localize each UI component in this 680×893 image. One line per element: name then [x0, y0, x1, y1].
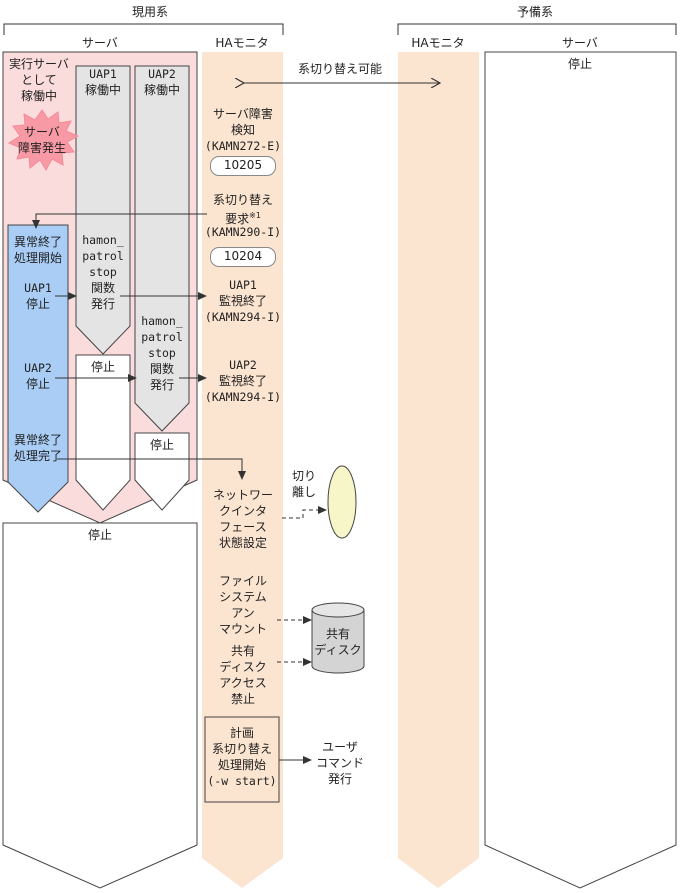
hamon-call-1-line-1: hamon_ [82, 233, 124, 247]
standby-system-title: 予備系 [516, 5, 553, 19]
abnormal-complete-arrow [57, 458, 246, 480]
exec-server-line-2: として [21, 73, 57, 87]
fs-unmount-line-1: ファイル [218, 574, 267, 588]
uap2-monitor-end-line-1: UAP2 [229, 358, 257, 372]
exec-server-line-3: 稼働中 [20, 89, 57, 103]
hamon-call-2-line-5: 発行 [149, 378, 174, 392]
fs-unmount-line-4: マウント [218, 622, 267, 636]
switch-request-line-2: 要求※1 [200, 208, 286, 227]
active-system-bracket [3, 23, 284, 35]
detach-line-1: 切り [291, 469, 316, 483]
failure-detect-line-3: (KAMN272-E) [204, 139, 282, 153]
standby-server-title: サーバ [562, 36, 598, 50]
fs-unmount-line-3: アン [231, 606, 255, 620]
active-ha-monitor-title: HAモニタ [215, 36, 269, 50]
standby-system-bracket [397, 23, 677, 35]
network-if-line-2: クインタ [218, 504, 267, 518]
user-command-line-1: ユーザ [322, 740, 358, 754]
failure-detect-line-1: サーバ障害 [213, 107, 273, 121]
planned-switch-line-3: 処理開始 [217, 758, 266, 772]
hamon-call-1-line-2: patrol [82, 249, 124, 263]
ha-monitor-standby-lifeline [398, 52, 479, 888]
hamon-call-1-line-3: stop [89, 265, 117, 279]
abnormal-start-line-1: 異常終了 [13, 235, 62, 249]
uap2-header: UAP2 [148, 67, 176, 81]
shared-disk-line-1: 共有 [325, 627, 350, 641]
uap2-stopped-lifeline [134, 432, 190, 511]
shared-disk-cylinder [311, 602, 365, 674]
standby-server-stopped: 停止 [567, 57, 592, 71]
access-ban-line-3: アクセス [219, 676, 267, 690]
uap2-lifeline [134, 65, 190, 432]
network-if-line-4: 状態設定 [218, 536, 267, 550]
network-detach-arrow [282, 506, 327, 519]
user-command-line-2: コマンド [315, 756, 364, 770]
code-badge-10205: 10205 [210, 156, 276, 176]
failure-burst-line-2: 障害発生 [17, 141, 66, 155]
standby-ha-monitor-title: HAモニタ [411, 36, 465, 50]
planned-switch-line-4: (-w start) [207, 774, 277, 788]
access-ban-line-4: 禁止 [230, 692, 255, 706]
uap1-monitor-end-line-2: 監視終了 [218, 294, 267, 308]
uap1-monitor-end-line-1: UAP1 [229, 278, 257, 292]
shared-disk-line-2: ディスク [314, 643, 362, 657]
hamon-call-2-line-3: stop [148, 346, 176, 360]
uap2-stop-line-1: UAP2 [24, 361, 52, 375]
failure-detect-line-2: 検知 [230, 123, 255, 137]
code-badge-10204: 10204 [210, 247, 276, 267]
uap2-monitor-end-line-2: 監視終了 [218, 374, 267, 388]
uap1-status: 稼働中 [84, 83, 121, 97]
access-ban-line-1: 共有 [230, 644, 255, 658]
network-if-line-1: ネットワー [212, 488, 273, 502]
uap1-stopped-label: 停止 [90, 360, 115, 374]
active-server-title: サーバ [82, 36, 118, 50]
network-if-line-3: フェース [219, 520, 267, 534]
hamon-call-2-line-2: patrol [141, 330, 183, 344]
hamon-call-1-line-4: 関数 [90, 281, 115, 295]
detach-line-2: 離し [291, 485, 316, 499]
uap1-stop-line-1: UAP1 [24, 281, 52, 295]
uap1-stop-line-2: 停止 [25, 297, 50, 311]
uap2-stop-line-2: 停止 [25, 377, 50, 391]
planned-switch-line-2: 系切り替え [211, 742, 272, 756]
switch-request-line-1: 系切り替え [212, 193, 273, 207]
active-system-title: 現用系 [131, 5, 168, 19]
uap2-status: 稼働中 [143, 83, 180, 97]
abnormal-start-line-2: 処理開始 [13, 251, 62, 265]
switch-possible-label: 系切り替え可能 [297, 62, 382, 76]
uap2-monitor-end-line-3: (KAMN294-I) [204, 390, 282, 404]
fs-unmount-line-2: システム [219, 590, 267, 604]
switch-request-note: ※1 [249, 211, 261, 220]
abnormal-done-line-2: 処理完了 [13, 449, 62, 463]
failure-burst-icon [7, 109, 80, 172]
access-ban-line-2: ディスク [219, 660, 267, 674]
uap2-stopped-label: 停止 [149, 438, 174, 452]
exec-server-line-1: 実行サーバ [9, 57, 69, 71]
active-server-stopped-label: 停止 [87, 528, 112, 542]
uap1-monitor-end-line-3: (KAMN294-I) [204, 310, 282, 324]
hamon-call-2-line-4: 関数 [149, 362, 174, 376]
hamon-call-2-line-1: hamon_ [141, 314, 183, 328]
uap1-lifeline [75, 65, 131, 355]
hamon-call-1-line-5: 発行 [90, 297, 115, 311]
switch-request-arrow [32, 213, 207, 229]
active-server-stopped-lifeline [2, 522, 198, 889]
switch-request-line-3: (KAMN290-I) [204, 225, 282, 239]
failure-burst-line-1: サーバ [24, 125, 60, 139]
abnormal-done-line-1: 異常終了 [13, 433, 62, 447]
uap1-header: UAP1 [89, 67, 117, 81]
abnormal-termination-lifeline [7, 224, 69, 513]
network-detach-ellipse [327, 465, 357, 539]
planned-switch-line-1: 計画 [229, 726, 254, 740]
user-command-line-3: 発行 [327, 772, 352, 786]
switch-request-text: 要求 [225, 212, 250, 226]
standby-server-lifeline [484, 51, 677, 889]
